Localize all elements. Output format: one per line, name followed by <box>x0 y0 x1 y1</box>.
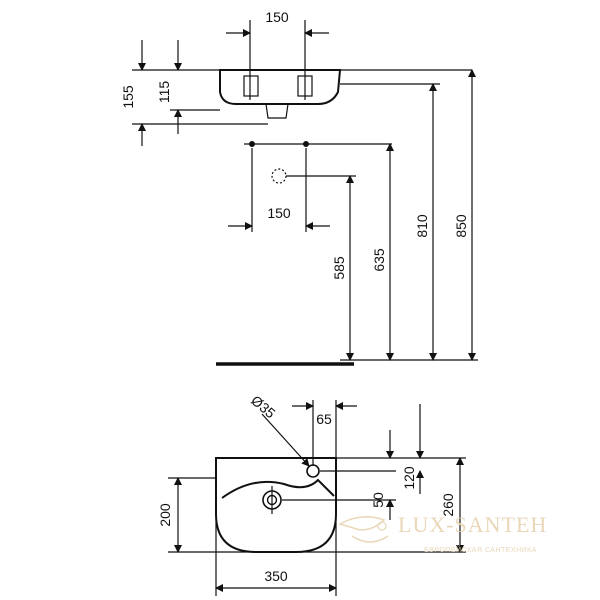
plan-view: Ø35 65 50 120 260 200 35 <box>157 392 466 596</box>
dim-basin-depth-total: 260 <box>440 493 456 517</box>
dim-height-810: 810 <box>414 214 430 238</box>
tap-hole <box>306 464 320 478</box>
watermark-brand: LUX-SANTEH <box>398 512 547 537</box>
dim-tap-hole-from-back: 120 <box>401 466 417 490</box>
dim-drain-from-back: 50 <box>370 492 386 508</box>
drain-trap-side <box>265 103 289 119</box>
dim-tap-offset: 65 <box>316 411 332 427</box>
dim-height-585: 585 <box>331 256 347 280</box>
dim-basin-width: 350 <box>264 568 288 584</box>
dim-wall-tap-spacing: 150 <box>267 205 291 221</box>
dim-basin-height-outer: 155 <box>120 85 136 109</box>
tap-fitting-right <box>297 70 313 100</box>
watermark: LUX-SANTEH ЕВРОПЕЙСКАЯ САНТЕХНИКА <box>338 512 547 554</box>
basin-side-outline <box>219 69 342 105</box>
dim-tap-hole-diameter: Ø35 <box>248 392 279 421</box>
watermark-logo-icon <box>338 516 389 543</box>
basin-plan-outline <box>215 457 337 553</box>
side-view: 150 155 115 150 585 635 <box>120 9 478 366</box>
waste-outlet-wall <box>271 168 287 184</box>
dim-top-tap-spacing: 150 <box>265 9 289 25</box>
dim-height-850: 850 <box>453 214 469 238</box>
dim-height-635: 635 <box>371 248 387 272</box>
tap-fitting-left <box>243 70 259 100</box>
watermark-tagline: ЕВРОПЕЙСКАЯ САНТЕХНИКА <box>424 545 537 554</box>
dim-basin-height-inner: 115 <box>156 81 172 104</box>
bowl-inner-edge <box>221 478 335 499</box>
dim-basin-depth-front: 200 <box>157 503 173 527</box>
